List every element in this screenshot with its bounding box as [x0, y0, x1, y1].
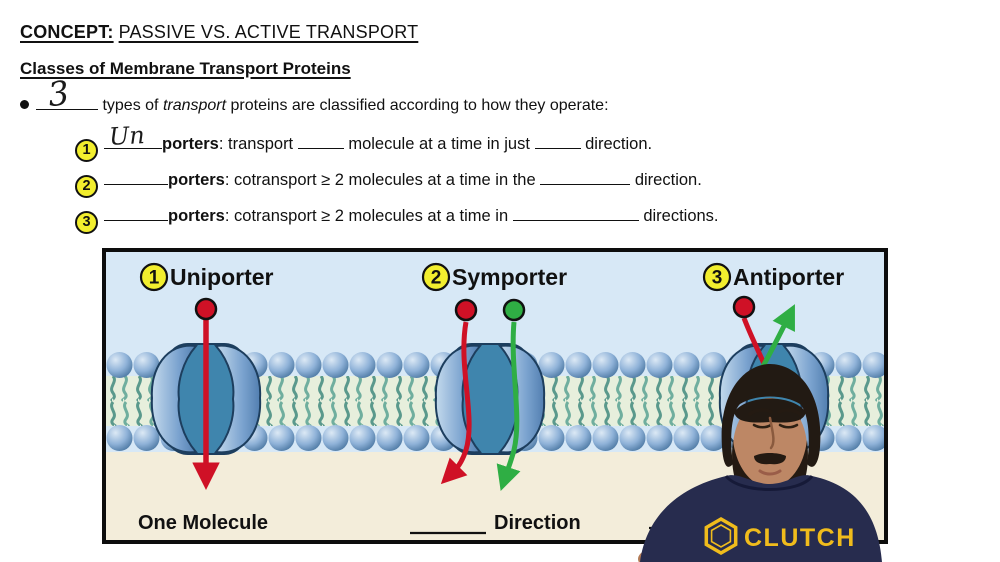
instructor-eyebrow-right — [777, 408, 802, 416]
answer-blank-count: 3 — [36, 73, 98, 114]
section-title: Classes of Membrane Transport Proteins — [20, 59, 351, 78]
item1-text-2: molecule at a time in just — [348, 135, 530, 153]
list-item-symporters: 2 porters: cotransport ≥ 2 molecules at a… — [75, 171, 702, 198]
instructor-eye-left — [752, 423, 773, 429]
number-badge-3: 3 — [75, 210, 98, 234]
instructor-overlay: CLUTCH — [618, 352, 896, 562]
instructor-shirt — [640, 475, 882, 562]
uniporter-title: Uniporter — [170, 264, 274, 290]
item3-bold: porters — [168, 207, 225, 225]
instructor-nose — [768, 416, 775, 450]
clutch-logo: CLUTCH — [704, 516, 856, 556]
item2-text-2: direction. — [634, 171, 702, 189]
symporter-title: Symporter — [452, 264, 567, 290]
concept-title: PASSIVE VS. ACTIVE TRANSPORT — [118, 22, 419, 42]
symporter-caption: Direction — [494, 512, 581, 534]
item2-bold: porters — [168, 171, 225, 189]
clutch-logo-text: CLUTCH — [744, 524, 856, 552]
item3-text-1: : cotransport ≥ 2 molecules at a time in — [224, 207, 509, 225]
item2-blank-1 — [104, 171, 168, 185]
bullet-line: 3 types of transport proteins are classi… — [20, 73, 609, 115]
antiporter-title: Antiporter — [733, 264, 844, 290]
item1-text-3: direction. — [585, 135, 653, 153]
page-title: CONCEPT:PASSIVE VS. ACTIVE TRANSPORT — [20, 22, 418, 43]
antiporter-label: 3 Antiporter — [702, 262, 844, 292]
number-badge-1: 1 — [75, 138, 98, 162]
item1-blank-2 — [297, 135, 344, 149]
list-item-antiporters: 3 porters: cotransport ≥ 2 molecules at a… — [75, 207, 719, 234]
diagram-badge-2 — [421, 262, 451, 292]
instructor-eyebrow-left — [748, 408, 773, 416]
uniporter-red-molecule — [194, 297, 218, 321]
instructor-mouth — [758, 469, 782, 476]
symporter-red-arrow — [440, 321, 472, 485]
diagram-badge-2-number: 2 — [431, 268, 442, 289]
handwritten-answer-un: Un — [108, 121, 146, 151]
item3-blank-2 — [512, 207, 639, 221]
item1-bold: porters — [162, 135, 219, 153]
uniporter-caption: One Molecule — [138, 512, 268, 534]
list-item-uniporters: 1 Un porters: transport molecule at a time… — [75, 121, 653, 162]
instructor-mustache — [754, 453, 786, 465]
diagram-badge-1 — [139, 262, 169, 292]
instructor-collar — [724, 474, 814, 491]
clutch-hexagon-inner-icon — [710, 524, 732, 548]
symporter-label: 2 Symporter — [421, 262, 567, 292]
bullet-italic-word: transport — [162, 97, 227, 114]
item3-text-2: directions. — [643, 207, 719, 225]
number-badge-2: 2 — [75, 174, 98, 198]
diagram-badge-3 — [702, 262, 732, 292]
item3-blank-1 — [104, 207, 168, 221]
instructor-hair — [721, 364, 821, 467]
symporter-green-molecule — [502, 298, 526, 322]
answer-blank-un: Un — [104, 121, 162, 151]
diagram-badge-1-number: 1 — [149, 268, 160, 289]
item1-text-1: : transport — [218, 135, 294, 153]
item2-blank-2 — [540, 171, 631, 185]
concept-label: CONCEPT: — [20, 22, 114, 42]
symporter-protein — [434, 343, 546, 455]
bullet-text-2: proteins are classified according to how… — [230, 97, 609, 114]
antiporter-red-molecule — [732, 295, 756, 319]
symporter-red-molecule — [454, 298, 478, 322]
uniporter-label: 1 Uniporter — [139, 262, 274, 292]
instructor-eye-right — [778, 423, 799, 429]
bullet-text-1: types of — [102, 97, 159, 114]
symporter-green-arrow — [496, 321, 521, 491]
antiporter-green-arrow — [759, 304, 795, 370]
item2-text-1: : cotransport ≥ 2 molecules at a time in… — [224, 171, 536, 189]
handwritten-answer-3: 3 — [45, 72, 72, 115]
bullet-icon — [20, 100, 29, 109]
item1-blank-3 — [534, 135, 581, 149]
clutch-hexagon-icon — [704, 516, 738, 556]
diagram-badge-3-number: 3 — [712, 268, 723, 289]
instructor-svg: CLUTCH — [638, 364, 882, 562]
